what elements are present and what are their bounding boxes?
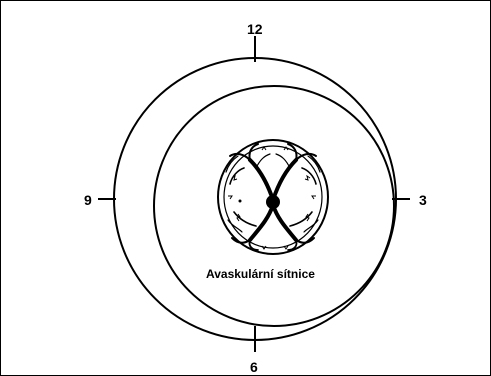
clock-label-9: 9 bbox=[84, 193, 92, 207]
clock-label-6: 6 bbox=[250, 360, 258, 374]
optic-disc bbox=[266, 195, 280, 209]
avascular-retina-caption: Avaskulární sítnice bbox=[206, 268, 315, 280]
clock-label-12: 12 bbox=[247, 22, 263, 36]
clock-label-3: 3 bbox=[419, 193, 427, 207]
outer-retina-circle bbox=[114, 58, 396, 340]
small-dot bbox=[239, 200, 242, 203]
